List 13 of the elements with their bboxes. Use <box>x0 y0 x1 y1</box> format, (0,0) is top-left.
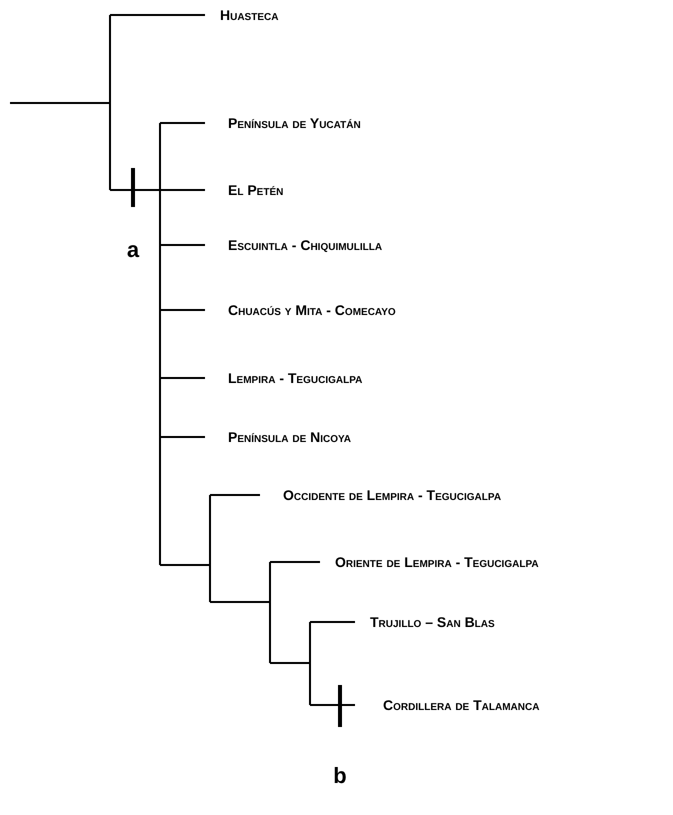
taxon-label: Cordillera de Talamanca <box>383 697 540 713</box>
taxon-label: El Petén <box>228 182 284 198</box>
taxon-label: Península de Yucatán <box>228 115 361 131</box>
taxon-label: Occidente de Lempira - Tegucigalpa <box>283 487 502 503</box>
character-mark-letter: a <box>126 238 140 262</box>
taxon-label: Península de Nicoya <box>228 429 351 445</box>
taxon-label: Escuintla - Chiquimulilla <box>228 237 382 253</box>
taxon-label: Trujillo – San Blas <box>370 614 495 630</box>
taxon-label: Chuacús y Mita - Comecayo <box>228 302 396 318</box>
taxon-label: Lempira - Tegucigalpa <box>228 370 362 386</box>
taxon-label: Oriente de Lempira - Tegucigalpa <box>335 554 539 570</box>
taxon-label: Huasteca <box>220 7 278 23</box>
character-mark-letter: b <box>333 764 347 788</box>
